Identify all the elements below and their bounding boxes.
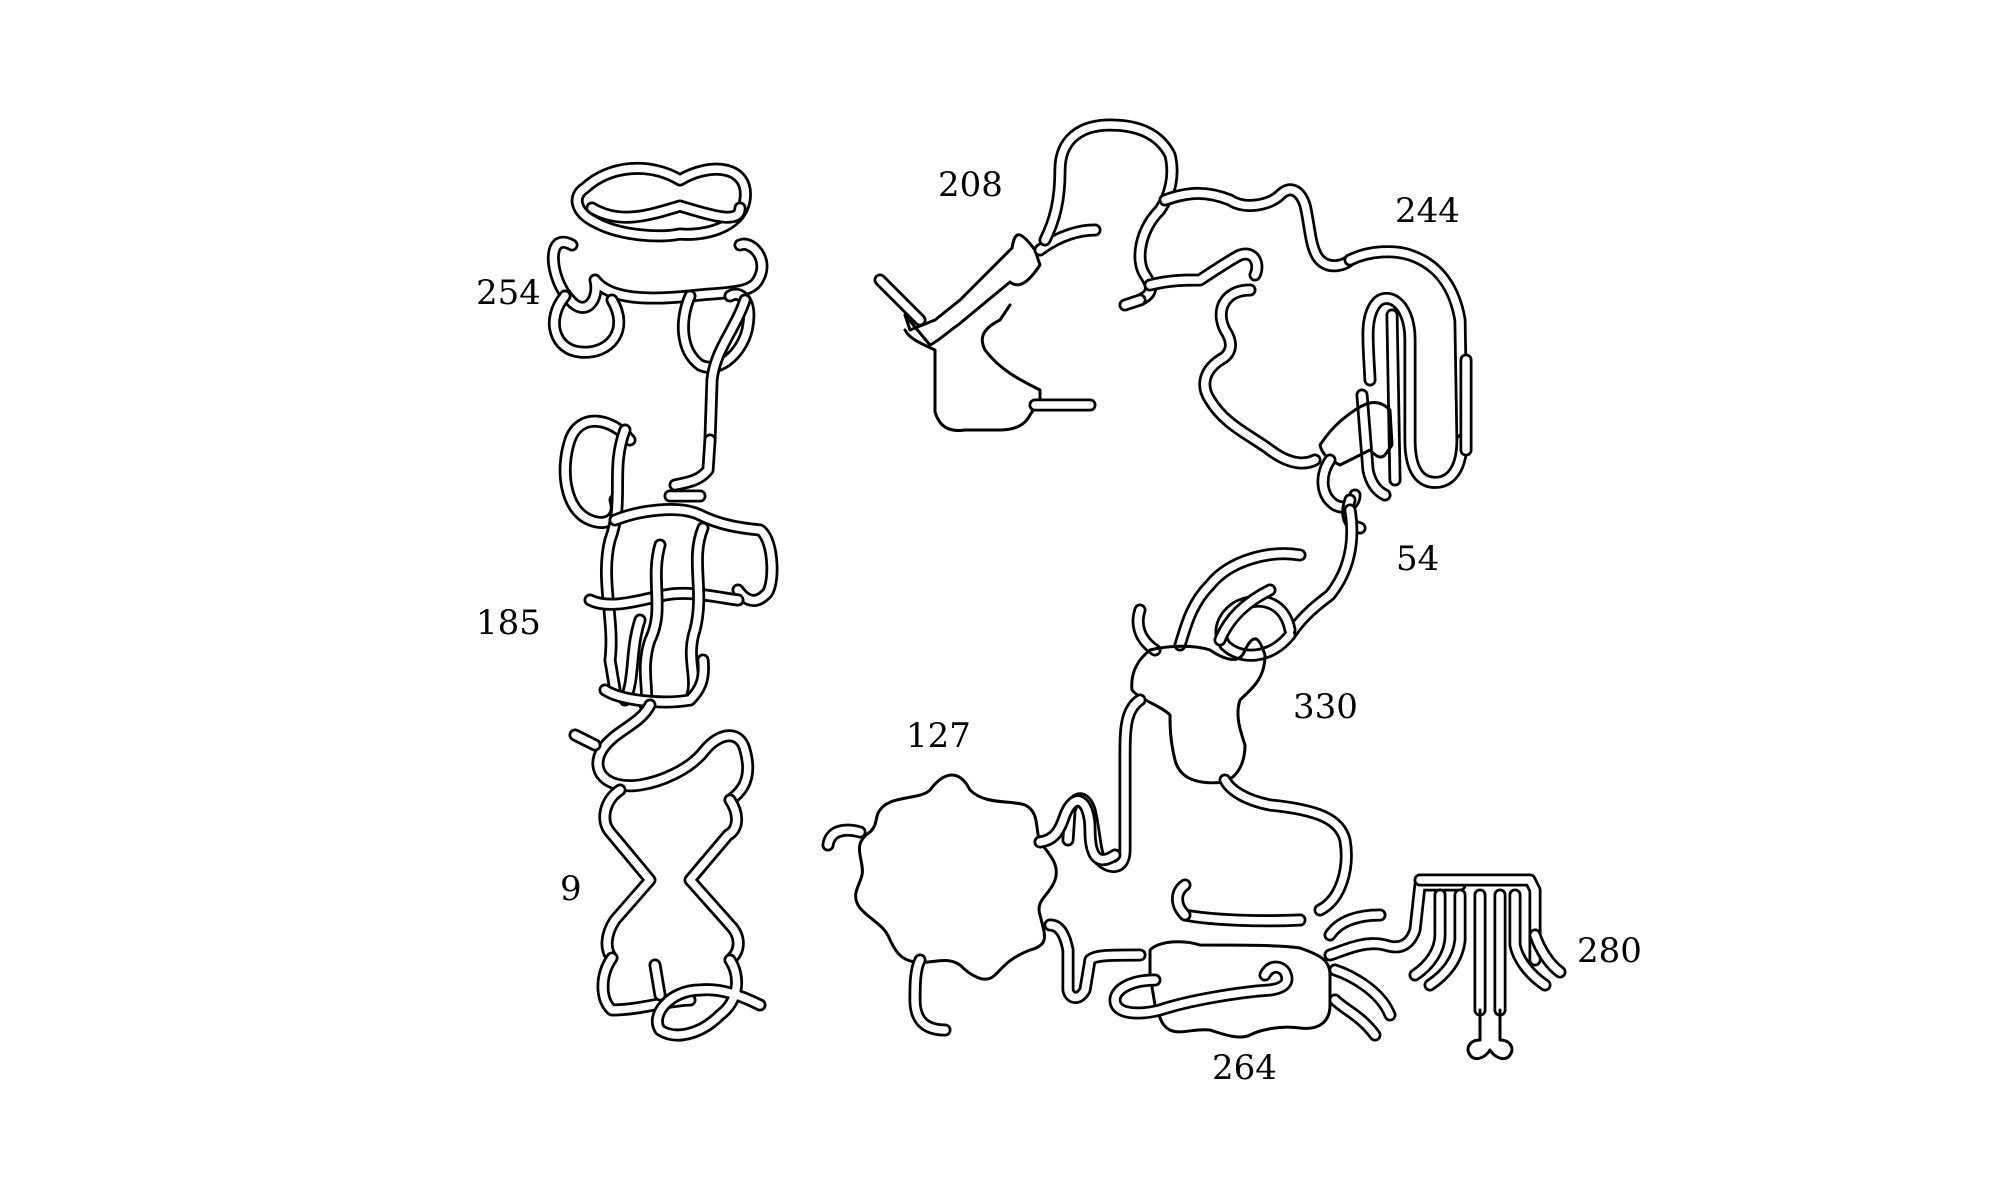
tube-core [1111, 963, 1291, 1017]
comb-connector-280 [1408, 873, 1567, 1061]
tube-core [594, 701, 752, 804]
tube-core [1036, 797, 1119, 864]
tube-core [1331, 966, 1394, 1019]
tube-core [1161, 186, 1354, 270]
label-9: 9 [560, 869, 582, 909]
label-208: 208 [938, 165, 1003, 205]
tube-core [1346, 247, 1466, 444]
tube-core [824, 826, 864, 849]
tube-core [1216, 586, 1274, 644]
tube-core [1201, 286, 1319, 467]
knot-cluster-254 [546, 161, 769, 447]
tube-core [602, 426, 629, 694]
tube-core [1364, 294, 1466, 487]
tube-core [1286, 506, 1356, 639]
tube-core [1326, 911, 1384, 939]
tube-core [1426, 891, 1464, 989]
label-185: 185 [476, 603, 541, 643]
tube-core [671, 436, 714, 489]
tube-core [706, 296, 749, 444]
label-264: 264 [1212, 1048, 1277, 1088]
tube-core [601, 786, 654, 962]
tube-core [1411, 891, 1444, 979]
tube-core [1181, 911, 1304, 925]
housing-264 [1108, 878, 1467, 1042]
tube-core [1358, 391, 1389, 499]
tube-core [1326, 881, 1464, 959]
tube-core [588, 202, 744, 221]
tube-core [1388, 311, 1399, 484]
label-280: 280 [1577, 931, 1642, 971]
label-54: 54 [1396, 539, 1439, 579]
tube-core [911, 956, 949, 1034]
tube-core [686, 524, 707, 704]
tube-core [549, 238, 766, 312]
loop-assembly-330 [1061, 503, 1359, 928]
tube-core [601, 656, 708, 706]
label-254: 254 [476, 273, 541, 313]
tube-core [1331, 996, 1379, 1039]
tube-core [686, 796, 742, 964]
tube-core [1121, 296, 1144, 309]
tube-core [1036, 226, 1099, 254]
woven-section-185 [558, 414, 779, 712]
tube-core [1041, 121, 1176, 304]
tube-core [1173, 881, 1189, 919]
tube-core [876, 276, 924, 324]
blob-127 [821, 773, 1147, 1037]
label-244: 244 [1395, 191, 1460, 231]
connector-208 [873, 118, 1357, 432]
tube-core [1416, 876, 1539, 964]
tube-core [1221, 776, 1350, 914]
tube-core [1146, 250, 1261, 289]
tube-core [641, 541, 664, 709]
tube-core [550, 292, 623, 356]
tube-core [1531, 931, 1564, 976]
tube-core [586, 589, 742, 609]
tube-core [1176, 550, 1304, 649]
tube-core [611, 505, 776, 605]
x-section-9 [568, 698, 767, 1042]
tube-core [1134, 606, 1159, 654]
tube-core [1511, 891, 1549, 989]
tube-core [1046, 921, 1144, 1002]
label-127: 127 [906, 716, 971, 756]
tube-core [651, 961, 664, 999]
tube-core [653, 956, 764, 1039]
tube-core [571, 731, 599, 749]
label-330: 330 [1293, 687, 1358, 727]
loop-assembly-244 [1198, 245, 1473, 535]
